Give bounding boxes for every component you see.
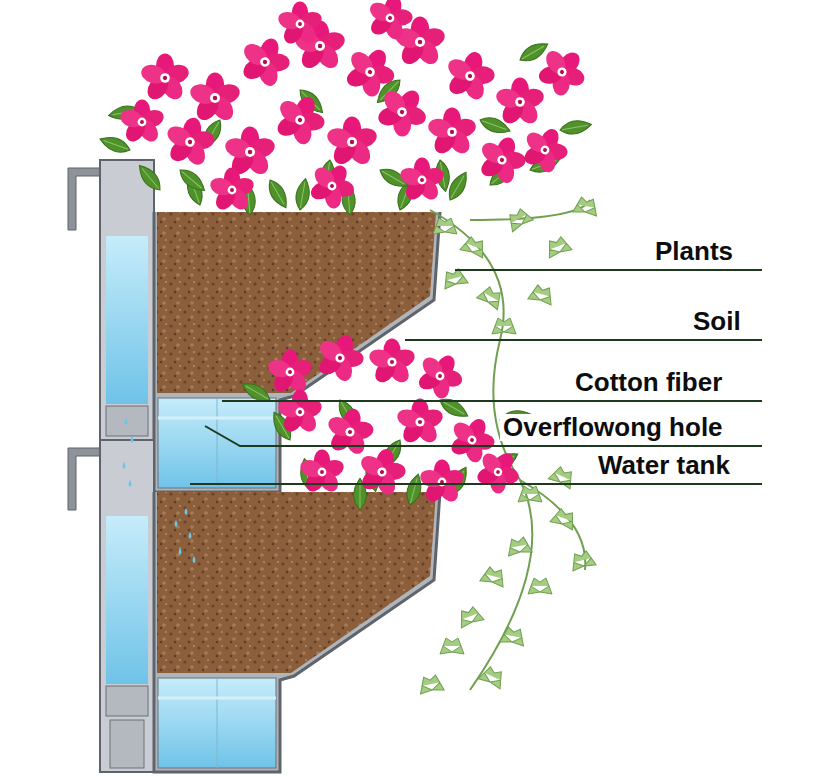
part-label: Water tank (595, 452, 733, 479)
planter-modules (68, 160, 440, 772)
part-label: Cotton fiber (572, 369, 725, 396)
part-label: Soil (690, 308, 744, 335)
part-label: Plants (652, 238, 736, 265)
water-drops (123, 418, 196, 563)
part-label: Overflowong hole (500, 414, 726, 441)
leader-lines (190, 270, 762, 484)
